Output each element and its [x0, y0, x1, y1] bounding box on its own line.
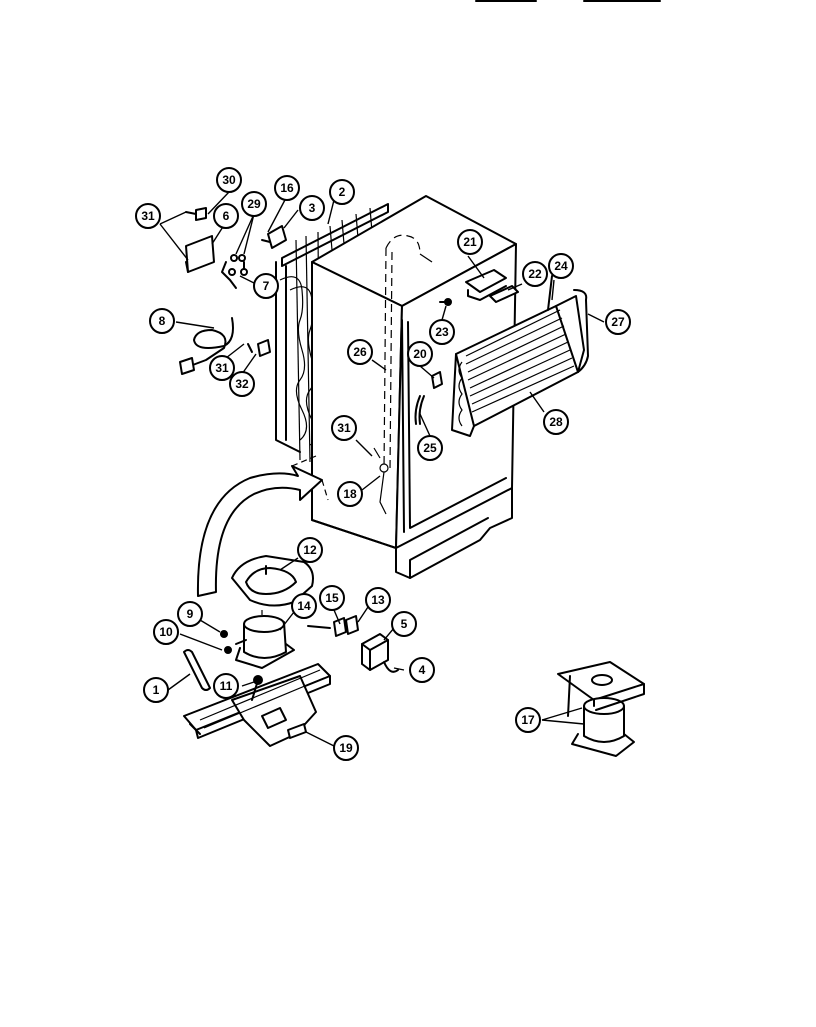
svg-text:7: 7 — [263, 279, 270, 293]
power-cord — [179, 317, 271, 375]
svg-text:6: 6 — [223, 209, 230, 223]
callout-1: 1 — [143, 677, 169, 703]
callout-2: 2 — [329, 179, 355, 205]
svg-text:23: 23 — [435, 325, 449, 339]
svg-text:32: 32 — [235, 377, 249, 391]
relay-parts — [307, 615, 399, 673]
svg-text:5: 5 — [401, 617, 408, 631]
leader-lines — [159, 191, 605, 747]
callout-32: 32 — [229, 371, 255, 397]
alternate-compressor — [557, 661, 645, 757]
svg-text:19: 19 — [339, 741, 353, 755]
compressor — [220, 615, 295, 669]
svg-text:31: 31 — [337, 421, 351, 435]
callout-12: 12 — [297, 537, 323, 563]
svg-text:1: 1 — [153, 683, 160, 697]
callout-15: 15 — [319, 585, 345, 611]
callout-28: 28 — [543, 409, 569, 435]
callout-23: 23 — [429, 319, 455, 345]
callout-31-cabinet: 31 — [331, 415, 357, 441]
callout-31-cord: 31 — [209, 355, 235, 381]
svg-text:9: 9 — [187, 607, 194, 621]
callout-16: 16 — [274, 175, 300, 201]
callout-17: 17 — [515, 707, 541, 733]
callout-4: 4 — [409, 657, 435, 683]
svg-text:26: 26 — [353, 345, 367, 359]
callout-11: 11 — [213, 673, 239, 699]
svg-text:10: 10 — [159, 625, 173, 639]
callout-29: 29 — [241, 191, 267, 217]
svg-text:30: 30 — [222, 173, 236, 187]
callout-26: 26 — [347, 339, 373, 365]
base-plate — [183, 649, 331, 747]
svg-text:18: 18 — [343, 487, 357, 501]
callout-20: 20 — [407, 341, 433, 367]
callout-14: 14 — [291, 593, 317, 619]
svg-text:16: 16 — [280, 181, 294, 195]
svg-text:14: 14 — [297, 599, 311, 613]
small-parts-cabinet — [373, 269, 519, 515]
evaporator-assembly — [451, 269, 589, 437]
svg-text:22: 22 — [528, 267, 542, 281]
svg-text:20: 20 — [413, 347, 427, 361]
callout-13: 13 — [365, 587, 391, 613]
callout-3: 3 — [299, 195, 325, 221]
svg-text:27: 27 — [611, 315, 625, 329]
svg-text:15: 15 — [325, 591, 339, 605]
callout-30: 30 — [216, 167, 242, 193]
callout-18: 18 — [337, 481, 363, 507]
svg-text:8: 8 — [159, 314, 166, 328]
callout-6: 6 — [213, 203, 239, 229]
svg-text:31: 31 — [141, 209, 155, 223]
callout-27: 27 — [605, 309, 631, 335]
callout-24: 24 — [548, 253, 574, 279]
svg-text:25: 25 — [423, 441, 437, 455]
svg-text:12: 12 — [303, 543, 317, 557]
svg-text:21: 21 — [463, 235, 477, 249]
top-left-parts — [185, 207, 287, 289]
svg-text:28: 28 — [549, 415, 563, 429]
callout-22: 22 — [522, 261, 548, 287]
callout-7: 7 — [253, 273, 279, 299]
svg-text:4: 4 — [419, 663, 426, 677]
svg-text:2: 2 — [339, 185, 346, 199]
svg-text:24: 24 — [554, 259, 568, 273]
callout-21: 21 — [457, 229, 483, 255]
svg-text:3: 3 — [309, 201, 316, 215]
svg-text:17: 17 — [521, 713, 535, 727]
svg-text:13: 13 — [371, 593, 385, 607]
svg-text:11: 11 — [220, 679, 233, 693]
callout-10: 10 — [153, 619, 179, 645]
callout-5: 5 — [391, 611, 417, 637]
callout-19: 19 — [333, 735, 359, 761]
callout-8: 8 — [149, 308, 175, 334]
svg-text:29: 29 — [247, 197, 261, 211]
svg-text:31: 31 — [215, 361, 229, 375]
callout-31-top: 31 — [135, 203, 161, 229]
callout-25: 25 — [417, 435, 443, 461]
airflow-arrow — [196, 455, 329, 597]
callout-9: 9 — [177, 601, 203, 627]
